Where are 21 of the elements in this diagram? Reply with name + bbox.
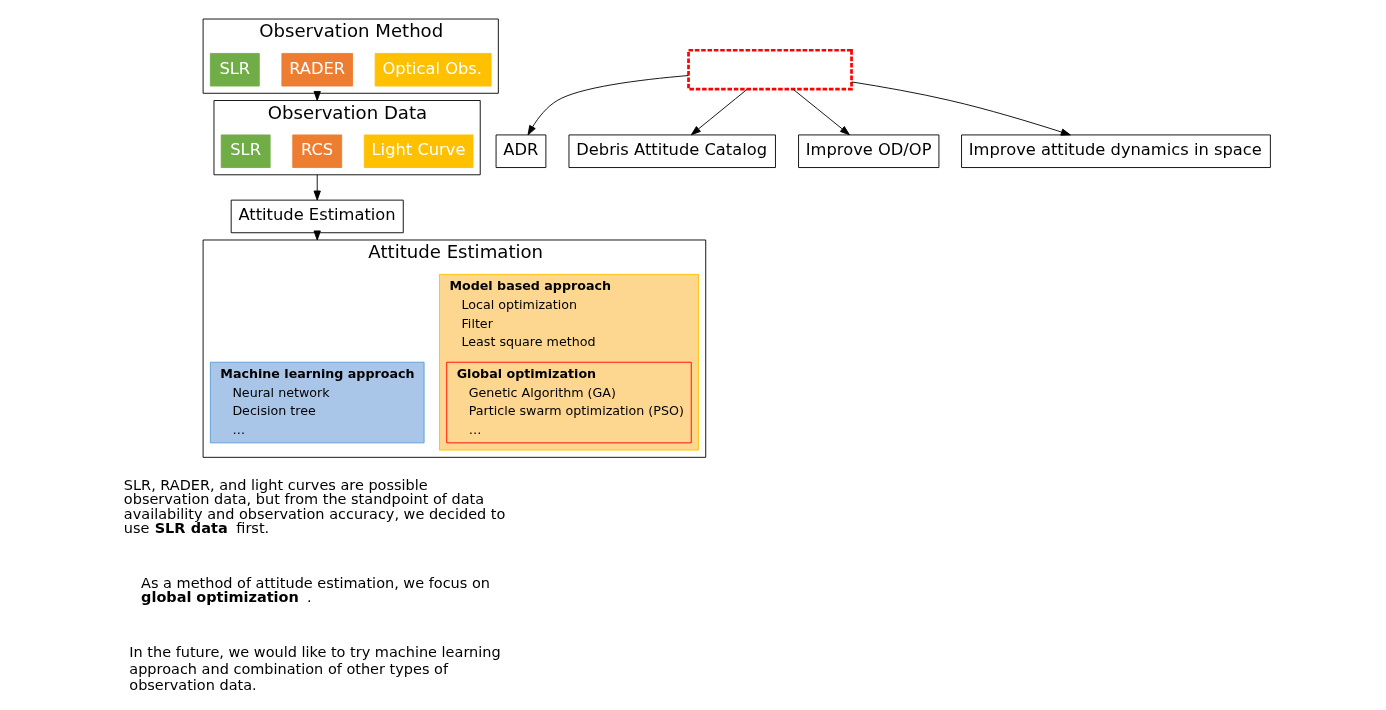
node-box: RADER [280,52,353,87]
node-box: Machine learning approach Neural network Decision tree … [209,361,425,444]
label: SLR, RADER, and light curves are possible observation data, but from the standpoint of data availability and observation accuracy, we decided to use SLR data first. [123,476,505,537]
node-box: Improve attitude dynamics in space [960,134,1271,168]
arrow [690,88,748,136]
label: As a method of attitude estimation, we focus on global optimization. [140,574,490,606]
node-box: Global optimization Genetic Algorithm (GA) Particle swarm optimization (PSO) … [445,361,692,444]
node-box: Improve OD/OP [797,134,939,168]
node-box: SLR [220,134,271,168]
arrow [850,81,1071,136]
node-box: ADR [495,134,546,168]
node-box: RCS [291,134,342,168]
arrow [527,75,689,136]
arrow [313,174,321,201]
arrow [792,88,850,136]
node-box: Optical Obs. [374,52,492,87]
node-box: Light Curve [363,134,473,168]
node-box: Debris Attitude Catalog [568,134,776,168]
label: In the future, we would like to try machine learning approach and combination of other types of observation data. [128,644,501,693]
node-box: SLR [209,52,260,87]
node-box [686,48,853,91]
